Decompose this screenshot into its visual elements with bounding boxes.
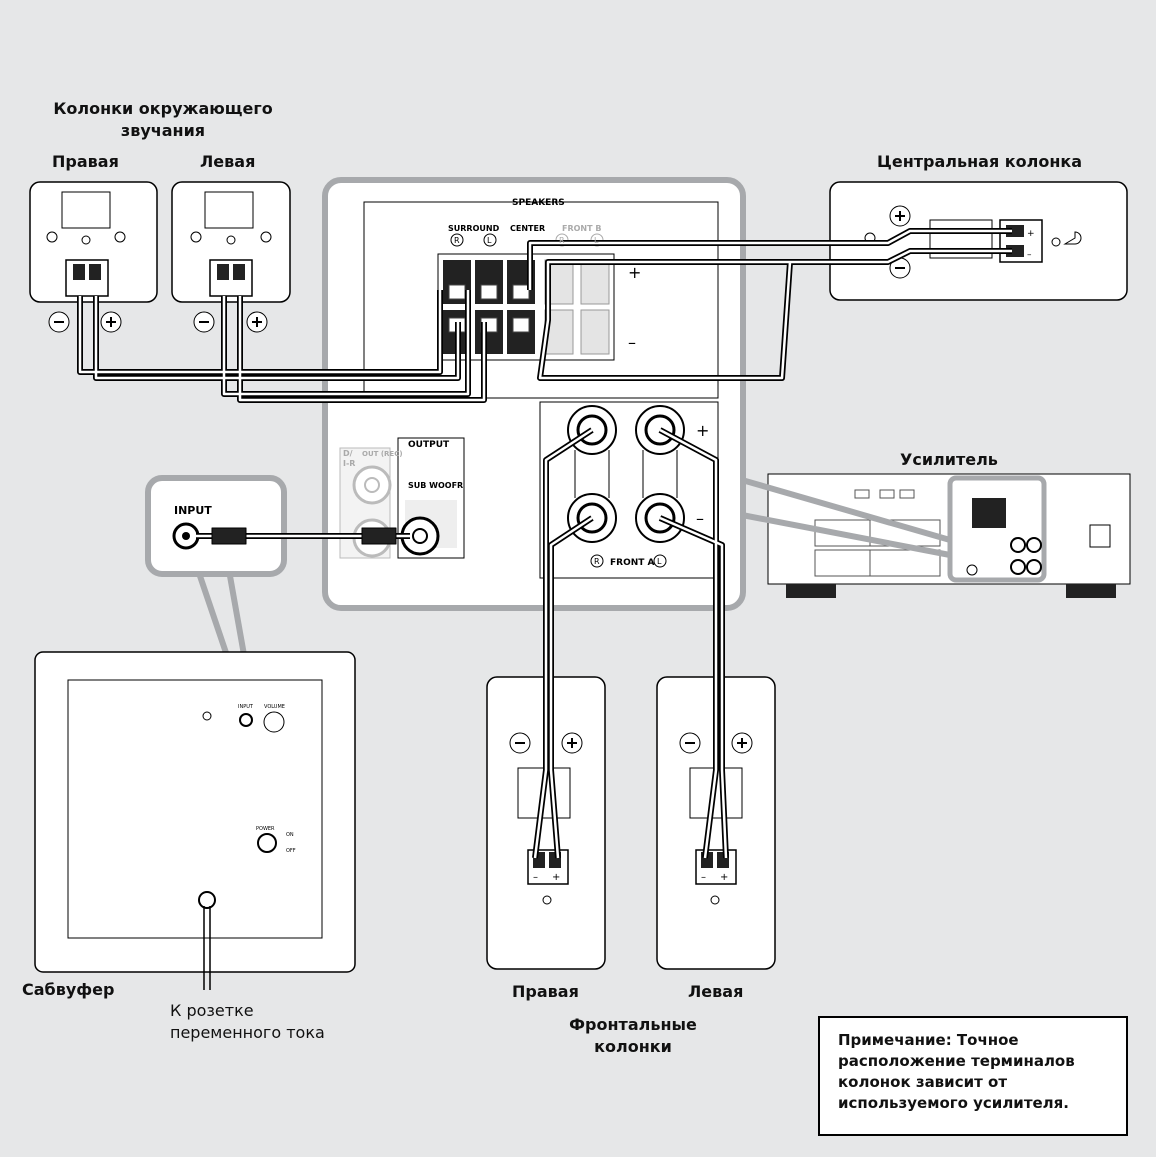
subwoofer-label: Сабвуфер [22, 980, 115, 999]
speaker-cables [77, 228, 1012, 859]
center-minus: – [1027, 250, 1032, 260]
rca-plugs [211, 527, 397, 545]
out-rec-label: OUT (REC) [362, 450, 403, 458]
front-right-label: Правая [512, 982, 579, 1001]
sub-off-label: OFF [286, 848, 296, 854]
ir-label: I-R [343, 459, 355, 468]
sub-power-label: POWER [256, 826, 275, 832]
ac-outlet-label: К розетке переменного тока [170, 1001, 325, 1042]
sub-woofer-label: SUB WOOFR [408, 481, 463, 490]
front-speakers-title: Фронтальные колонки [569, 1015, 697, 1056]
surround-r-marker: R [454, 236, 460, 245]
speakers-plus: + [628, 263, 641, 282]
surround-left-speaker [171, 181, 291, 303]
sub-volume-label: VOLUME [264, 704, 285, 710]
amplifier-unit [767, 473, 1131, 598]
front-b-r-marker: R [559, 236, 565, 245]
speakers-label: SPEAKERS [512, 198, 565, 208]
surround-label: SURROUND [448, 224, 500, 233]
front-right-plus: + [552, 872, 560, 883]
surround-l-marker: L [487, 236, 492, 245]
front-a-l-marker: L [657, 557, 662, 566]
front-left-label: Левая [688, 982, 744, 1001]
front-a-plus: + [696, 421, 709, 440]
front-left-minus: – [701, 872, 706, 883]
front-right-speaker [486, 676, 606, 970]
subwoofer-body [34, 651, 356, 990]
surround-right-speaker [29, 181, 158, 303]
surround-speakers-title: Колонки окружающего звучания [53, 99, 273, 140]
front-a-label: FRONT A [610, 558, 655, 568]
front-left-speaker [656, 676, 776, 970]
d-label: D/ [343, 449, 353, 458]
output-label: OUTPUT [408, 440, 450, 450]
front-left-plus: + [720, 872, 728, 883]
front-b-l-marker: L [594, 236, 599, 245]
front-b-label: FRONT B [562, 224, 601, 233]
front-right-minus: – [533, 872, 538, 883]
surround-polarity-icons [48, 311, 268, 333]
surround-left-label: Левая [200, 152, 256, 171]
center-speaker-label: Центральная колонка [877, 152, 1083, 171]
note-box: Примечание: Точное расположение терминал… [818, 1016, 1128, 1136]
surround-right-label: Правая [52, 152, 119, 171]
sub-input-label: INPUT [238, 704, 254, 710]
speakers-minus: – [628, 333, 636, 352]
center-label: CENTER [510, 224, 545, 233]
panel-text: SPEAKERS SURROUND CENTER FRONT B R L R L… [174, 198, 1035, 883]
amplifier-label: Усилитель [900, 450, 998, 469]
front-a-r-marker: R [594, 557, 600, 566]
sub-on-label: ON [286, 832, 294, 838]
front-a-minus: – [696, 509, 704, 528]
input-callout-label: INPUT [174, 504, 212, 517]
center-plus: + [1027, 229, 1035, 239]
